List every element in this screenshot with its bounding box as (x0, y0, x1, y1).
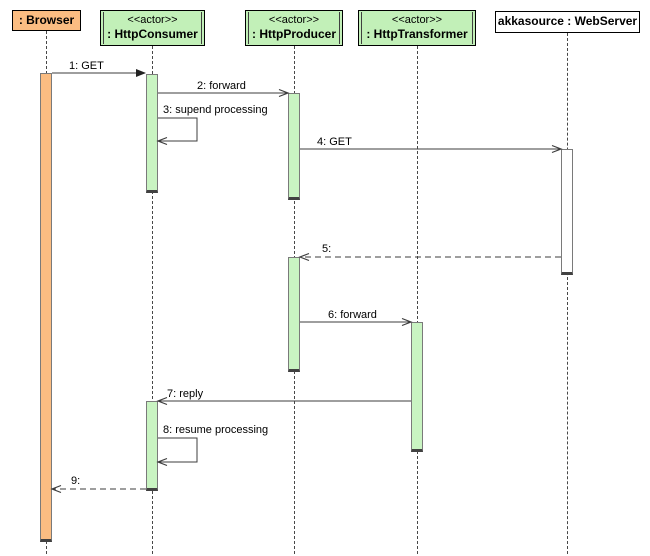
double-edge-right (339, 12, 340, 44)
participant-name: : HttpTransformer (366, 27, 468, 42)
open-arrowhead (298, 252, 310, 262)
message-label: 7: reply (167, 388, 204, 400)
message-label: 6: forward (328, 309, 377, 321)
participant-stereotype: <<actor>> (391, 14, 443, 27)
lifeline-http-consumer (152, 46, 153, 554)
participant-box-http-producer: <<actor>>: HttpProducer (245, 10, 343, 46)
open-arrowhead (156, 136, 168, 146)
message-label: 9: (71, 475, 81, 487)
lifeline-http-transformer (417, 46, 418, 554)
participant-box-web-server: akkasource : WebServer (495, 11, 640, 33)
message-label: 8: resume processing (163, 424, 269, 436)
filled-arrowhead (136, 69, 146, 77)
participant-stereotype: <<actor>> (268, 14, 320, 27)
open-arrowhead (50, 484, 62, 494)
message-label: 1: GET (69, 60, 104, 72)
participant-box-http-consumer: <<actor>>: HttpConsumer (100, 10, 205, 46)
double-edge-right (472, 12, 473, 44)
open-arrowhead (401, 317, 413, 327)
participant-name: : HttpProducer (252, 27, 336, 42)
participant-name: : HttpConsumer (107, 27, 198, 42)
open-arrowhead (156, 457, 168, 467)
double-edge-left (103, 12, 104, 44)
self-message-loop (158, 117, 198, 142)
message-label: 4: GET (317, 136, 352, 148)
participant-name: : Browser (18, 12, 75, 27)
open-arrowhead (551, 144, 563, 154)
open-arrowhead (278, 88, 290, 98)
participant-stereotype: <<actor>> (127, 14, 178, 27)
participant-box-http-transformer: <<actor>>: HttpTransformer (358, 10, 476, 46)
message-label: 3: supend processing (163, 104, 268, 116)
participant-name: akkasource : WebServer (497, 14, 638, 29)
open-arrowhead (156, 396, 168, 406)
activation-bar-http-consumer (146, 401, 158, 491)
activation-bar-http-producer (288, 257, 300, 372)
double-edge-right (201, 12, 202, 44)
activation-bar-http-transformer (411, 322, 423, 452)
activation-bar-http-producer (288, 93, 300, 200)
double-edge-left (248, 12, 249, 44)
self-message-loop (158, 437, 198, 463)
message-label: 5: (322, 243, 332, 255)
activation-bar-browser (40, 73, 52, 542)
double-edge-left (361, 12, 362, 44)
activation-bar-web-server (561, 149, 573, 275)
message-label: 2: forward (197, 80, 246, 92)
participant-box-browser: : Browser (12, 10, 81, 31)
activation-bar-http-consumer (146, 74, 158, 193)
lifeline-web-server (567, 33, 568, 554)
